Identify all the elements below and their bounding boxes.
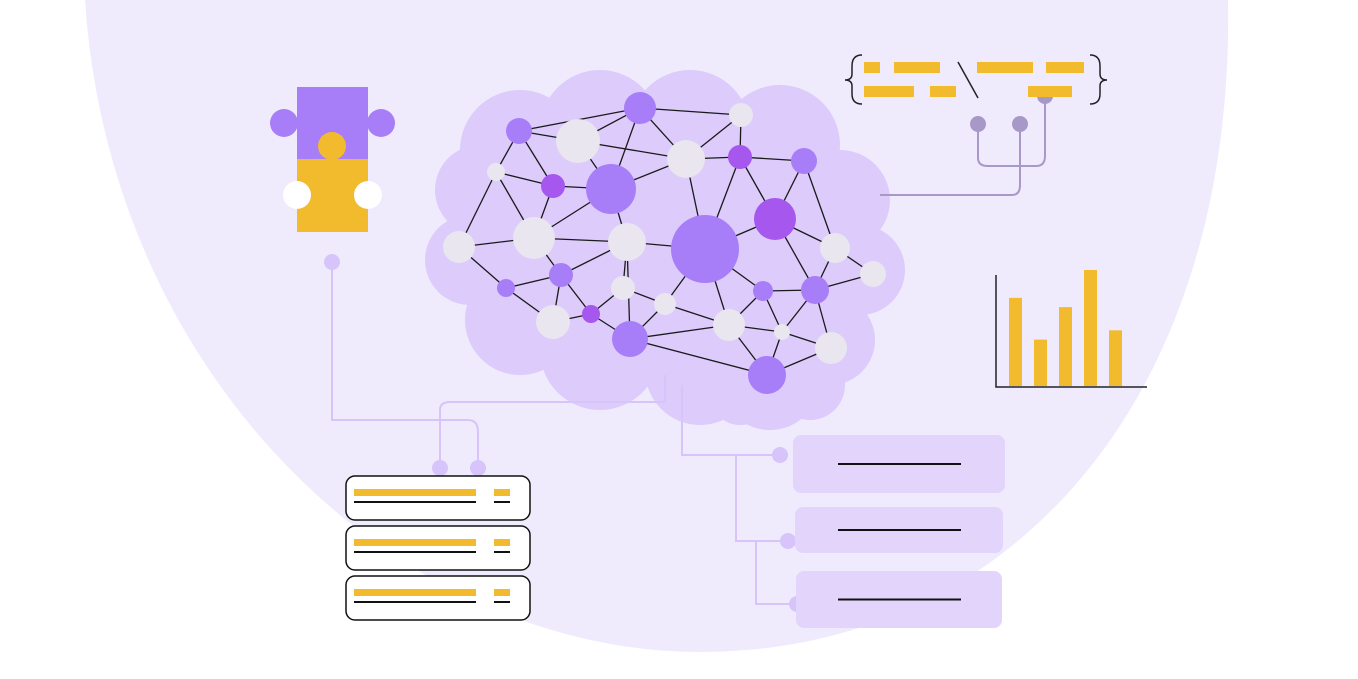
network-node	[820, 233, 850, 263]
network-edge	[639, 107, 742, 116]
connector-dot	[772, 447, 788, 463]
chart-bar	[1059, 307, 1072, 386]
code-token	[977, 62, 1033, 73]
network-node	[754, 198, 796, 240]
brace-right	[1089, 54, 1108, 105]
connector-dot	[470, 460, 486, 476]
code-slash	[957, 61, 979, 99]
network-node	[624, 92, 656, 124]
code-token	[1046, 62, 1084, 73]
network-node	[729, 103, 753, 127]
network-node	[611, 276, 635, 300]
code-token	[894, 62, 940, 73]
network-node	[791, 148, 817, 174]
connector-dot	[324, 254, 340, 270]
network-node	[582, 305, 600, 323]
network-edge	[803, 160, 836, 249]
server-bar	[354, 489, 476, 496]
connector-line	[681, 385, 797, 605]
server-light	[494, 489, 510, 496]
server-bar	[354, 589, 476, 596]
puzzle-knob	[270, 109, 298, 137]
network-node	[443, 231, 475, 263]
brain-lobe	[670, 170, 850, 350]
puzzle-icon	[270, 87, 395, 232]
chart-bar	[1109, 330, 1122, 386]
network-node	[506, 118, 532, 144]
connector-dot	[432, 460, 448, 476]
network-node	[753, 281, 773, 301]
code-token	[864, 62, 880, 73]
network-node	[586, 164, 636, 214]
network-node	[671, 215, 739, 283]
code-token	[864, 86, 914, 97]
network-node	[748, 356, 786, 394]
connector-line	[977, 96, 1046, 167]
brace-left	[844, 54, 863, 105]
code-braces-icon	[844, 54, 1108, 105]
puzzle-knob	[318, 132, 346, 160]
network-node	[801, 276, 829, 304]
network-node	[549, 263, 573, 287]
network-node	[612, 321, 648, 357]
network-node	[513, 217, 555, 259]
connector-dot	[1012, 116, 1028, 132]
brain-lobe	[775, 350, 845, 420]
connector-dot	[780, 533, 796, 549]
bar-chart-icon	[995, 270, 1147, 388]
network-node	[487, 163, 505, 181]
network-node	[774, 324, 790, 340]
network-node	[860, 261, 886, 287]
chart-axes	[995, 275, 1147, 388]
network-node	[654, 293, 676, 315]
connector-dot	[970, 116, 986, 132]
puzzle-socket	[354, 181, 382, 209]
network-node	[667, 140, 705, 178]
network-edge	[629, 338, 768, 376]
server-stack-icon	[345, 475, 531, 621]
puzzle-socket	[283, 181, 311, 209]
network-node	[728, 145, 752, 169]
network-node	[815, 332, 847, 364]
chart-bar	[1009, 297, 1022, 386]
chart-bar	[1084, 270, 1097, 386]
server-unit	[345, 475, 531, 521]
network-node	[556, 119, 600, 163]
connector-line	[439, 375, 666, 468]
server-light	[494, 539, 510, 546]
list-panels-icon	[793, 435, 1005, 628]
network-node	[713, 309, 745, 341]
connector-line	[331, 262, 479, 468]
code-token	[1028, 86, 1072, 97]
network-node	[541, 174, 565, 198]
server-unit	[345, 575, 531, 621]
server-light	[494, 589, 510, 596]
connector-line	[880, 124, 1021, 196]
network-node	[608, 223, 646, 261]
network-nodes	[443, 92, 886, 394]
chart-bar	[1034, 339, 1047, 386]
puzzle-knob	[367, 109, 395, 137]
server-unit	[345, 525, 531, 571]
network-node	[497, 279, 515, 297]
code-token	[930, 86, 956, 97]
server-bar	[354, 539, 476, 546]
network-node	[536, 305, 570, 339]
